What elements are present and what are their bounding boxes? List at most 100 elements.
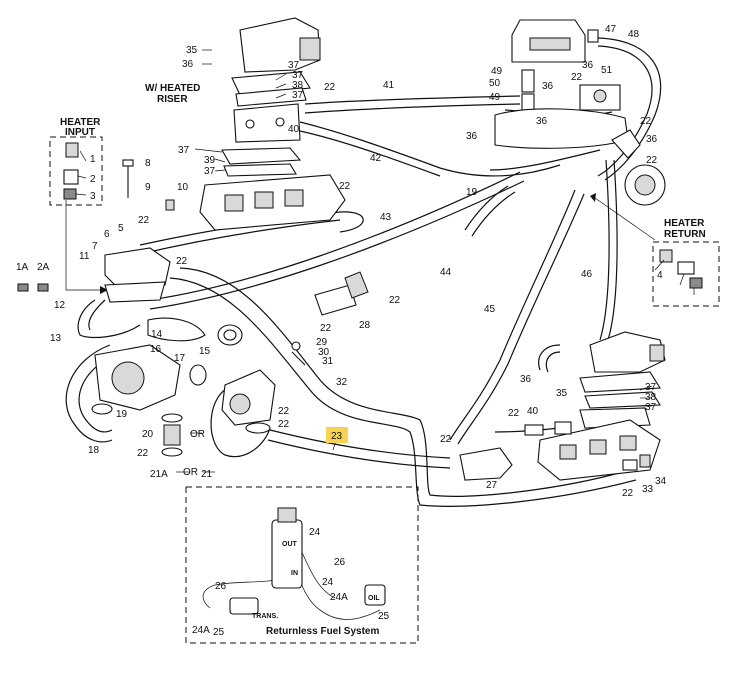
callout: 21 [201, 469, 213, 480]
callout: 2 [90, 174, 96, 185]
callout: 22 [389, 295, 401, 306]
callout: 22 [571, 72, 583, 83]
callout: 31 [322, 356, 334, 367]
callout: 16 [150, 344, 162, 355]
or-label-2: OR [183, 467, 198, 478]
callout-numbers: 1 2 3 1A 2A 4 5 6 7 8 9 10 11 12 13 14 1… [16, 24, 667, 638]
callout: 8 [145, 158, 151, 169]
callout: 36 [520, 374, 532, 385]
callout: 32 [336, 377, 348, 388]
callout: 26 [334, 557, 346, 568]
callout: 36 [542, 81, 554, 92]
heated-riser-caption-line1: W/ HEATED [145, 83, 200, 94]
callout: 51 [601, 65, 613, 76]
callout: 29 [316, 337, 328, 348]
heater-input-caption-line2: INPUT [65, 127, 95, 138]
callout: 37 [292, 70, 304, 81]
parts [17, 17, 703, 615]
callout: 49 [491, 66, 503, 77]
callout: 37 [645, 382, 657, 393]
callout: 35 [556, 388, 568, 399]
callout: 7 [92, 241, 98, 252]
callout: 20 [142, 429, 154, 440]
heated-riser-caption-line2: RISER [157, 94, 188, 105]
callout: 36 [466, 131, 478, 142]
callout: 3 [90, 191, 96, 202]
callout: 22 [508, 408, 520, 419]
callout: 42 [370, 153, 382, 164]
callout: 24 [322, 577, 334, 588]
callout: 21A [150, 469, 168, 480]
callout: 18 [88, 445, 100, 456]
callout-highlight [326, 427, 348, 443]
callout: 22 [137, 448, 149, 459]
callout: 38 [292, 80, 304, 91]
callout: 12 [54, 300, 66, 311]
callout: 37 [178, 145, 190, 156]
callout: 1A [16, 262, 29, 273]
callout: 22 [622, 488, 634, 499]
callout: 40 [288, 124, 300, 135]
callout: 37 [645, 402, 657, 413]
callout: 47 [605, 24, 617, 35]
callout: 25 [378, 611, 390, 622]
callout: 13 [50, 333, 62, 344]
callout: 36 [182, 59, 194, 70]
callout: 22 [278, 419, 290, 430]
callout: 37 [292, 90, 304, 101]
or-label-1: OR [190, 429, 205, 440]
callout: 46 [581, 269, 593, 280]
captions: W/ HEATED RISER HEATER INPUT HEATER RETU… [60, 83, 706, 637]
leader-lines [75, 49, 695, 473]
callout: 22 [339, 181, 351, 192]
callout: 37 [204, 166, 216, 177]
callout: 2A [37, 262, 50, 273]
callout: 22 [324, 82, 336, 93]
callout: 34 [655, 476, 667, 487]
callout: 19 [466, 187, 478, 198]
callout: 33 [642, 484, 654, 495]
callout: 6 [104, 229, 110, 240]
heater-return-caption-line2: RETURN [664, 229, 706, 240]
oil-label: OIL [368, 595, 380, 602]
fuel-out-label: OUT [282, 541, 298, 548]
callout: 22 [138, 215, 150, 226]
fuel-in-label: IN [291, 570, 298, 577]
callout: 49 [489, 92, 501, 103]
callout: 39 [204, 155, 216, 166]
callout: 22 [640, 116, 652, 127]
callout: 5 [118, 223, 124, 234]
callout: 9 [145, 182, 151, 193]
callout: 30 [318, 347, 330, 358]
dashed-boxes [49, 136, 720, 644]
callout: 26 [215, 581, 227, 592]
callout: 48 [628, 29, 640, 40]
callout: 41 [383, 80, 395, 91]
callout: 24A [330, 592, 348, 603]
callout: 24 [309, 527, 321, 538]
callout: 22 [320, 323, 332, 334]
callout: 36 [582, 60, 594, 71]
callout: 44 [440, 267, 452, 278]
callout: 15 [199, 346, 211, 357]
callout: 37 [288, 60, 300, 71]
callout: 10 [177, 182, 189, 193]
callout: 38 [645, 392, 657, 403]
callout-highlighted: 23 [331, 431, 343, 442]
fuel-system-caption: Returnless Fuel System [266, 626, 379, 637]
callout: 28 [359, 320, 371, 331]
callout: 43 [380, 212, 392, 223]
callout: 4 [657, 270, 663, 281]
callout: 17 [174, 353, 186, 364]
callout: 25 [213, 627, 225, 638]
callout: 1 [90, 154, 96, 165]
callout: 36 [646, 134, 658, 145]
trans-label: TRANS. [252, 613, 278, 620]
callout: 45 [484, 304, 496, 315]
callout: 22 [176, 256, 188, 267]
callout: 24A [192, 625, 210, 636]
heater-return-caption-line1: HEATER [664, 218, 705, 229]
callout: 22 [646, 155, 658, 166]
callout: 27 [486, 480, 498, 491]
